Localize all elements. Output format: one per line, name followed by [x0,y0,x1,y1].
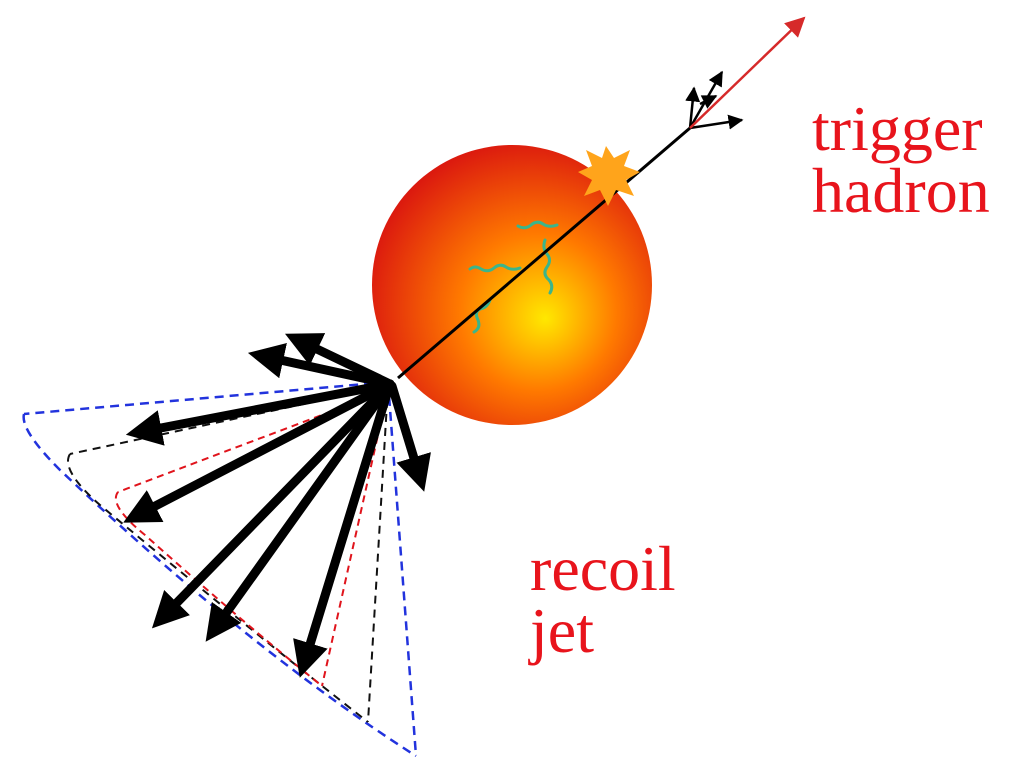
trigger-label-line1: trigger [812,98,990,160]
trigger-hadron-arrow [690,18,804,128]
trigger-hadron-label: trigger hadron [812,98,990,222]
recoil-label-line1: recoil [530,538,676,600]
jet-cone-outer [24,382,416,756]
recoil-jet-arrows [136,340,420,664]
recoil-jet-label: recoil jet [530,538,676,662]
recoil-label-line2: jet [530,600,676,662]
trigger-label-line2: hadron [812,160,990,222]
